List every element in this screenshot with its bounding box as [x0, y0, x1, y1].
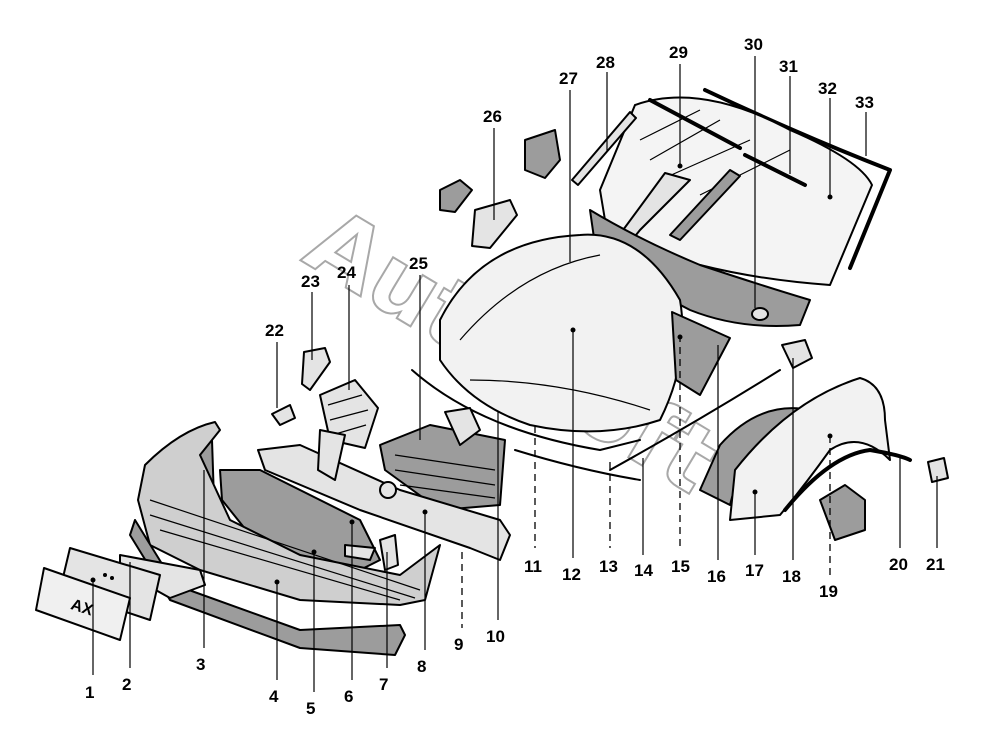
part-label-23: 23: [301, 272, 320, 291]
hood-panel: [439, 233, 684, 433]
part-label-33: 33: [855, 93, 874, 112]
part-label-15: 15: [671, 557, 690, 576]
hood-cable: [609, 369, 781, 471]
cowl-nozzle: [751, 307, 769, 321]
headlamp-clip: [271, 404, 296, 426]
part-label-9: 9: [454, 635, 463, 654]
latch-clip-upper: [439, 179, 473, 213]
part-number-labels: 1 2 3 4 5 6 7 8 9 10 11 12 13 14 15 16 1…: [85, 35, 945, 718]
front-bumper: [137, 421, 441, 606]
side-trim: [571, 111, 637, 186]
part-label-10: 10: [486, 627, 505, 646]
leader-lines: [92, 56, 938, 692]
part-label-19: 19: [819, 582, 838, 601]
part-label-3: 3: [196, 655, 205, 674]
part-label-32: 32: [818, 79, 837, 98]
part-label-24: 24: [337, 263, 356, 282]
part-label-30: 30: [744, 35, 763, 54]
leader-dots: [90, 163, 833, 585]
part-label-25: 25: [409, 254, 428, 273]
windscreen: [599, 96, 873, 286]
upper-trim-strip: [648, 98, 742, 150]
license-plate: [35, 567, 131, 641]
part-label-13: 13: [599, 557, 618, 576]
bumper-shading: [149, 499, 421, 601]
end-cap: [927, 457, 949, 483]
plate-holder-hole: [110, 576, 114, 580]
front-cross-member: [257, 444, 511, 561]
plate-holder-hole: [103, 573, 107, 577]
hood-insulation: [671, 311, 731, 396]
bumper-clip: [379, 534, 399, 571]
part-label-6: 6: [344, 687, 353, 706]
part-label-11: 11: [524, 557, 542, 576]
mud-flap: [819, 484, 866, 541]
part-label-18: 18: [782, 567, 801, 586]
part-label-5: 5: [306, 699, 315, 718]
part-label-16: 16: [707, 567, 726, 586]
arch-trim: [783, 448, 912, 512]
part-label-12: 12: [562, 565, 581, 584]
part-label-4: 4: [269, 687, 279, 706]
wiper-arm-right: [669, 169, 741, 241]
part-label-21: 21: [926, 555, 945, 574]
lamp-bracket: [301, 347, 331, 391]
license-plate-text: AX: [69, 596, 96, 619]
part-label-17: 17: [745, 561, 764, 580]
part-label-29: 29: [669, 43, 688, 62]
windscreen-seal: [703, 88, 892, 270]
part-label-26: 26: [483, 107, 502, 126]
radiator-grille: [379, 424, 506, 511]
part-label-20: 20: [889, 555, 908, 574]
part-label-8: 8: [417, 657, 426, 676]
part-label-2: 2: [122, 675, 131, 694]
latch-bracket: [471, 199, 518, 249]
windscreen-hatching: [639, 109, 791, 196]
part-label-31: 31: [779, 57, 798, 76]
lower-bracket: [317, 429, 346, 481]
cross-member-badge: [379, 481, 397, 499]
front-wing: [729, 377, 891, 521]
part-label-22: 22: [265, 321, 284, 340]
front-seal-line: [411, 369, 641, 481]
part-label-14: 14: [634, 561, 653, 580]
part-label-1: 1: [85, 683, 94, 702]
part-label-28: 28: [596, 53, 615, 72]
hood-crease: [459, 254, 651, 411]
hood-lock: [444, 407, 481, 446]
wing-bracket: [781, 339, 813, 369]
part-label-7: 7: [379, 675, 388, 694]
part-label-27: 27: [559, 69, 578, 88]
latch-clip-right: [524, 129, 561, 179]
grille-slats: [394, 454, 496, 499]
